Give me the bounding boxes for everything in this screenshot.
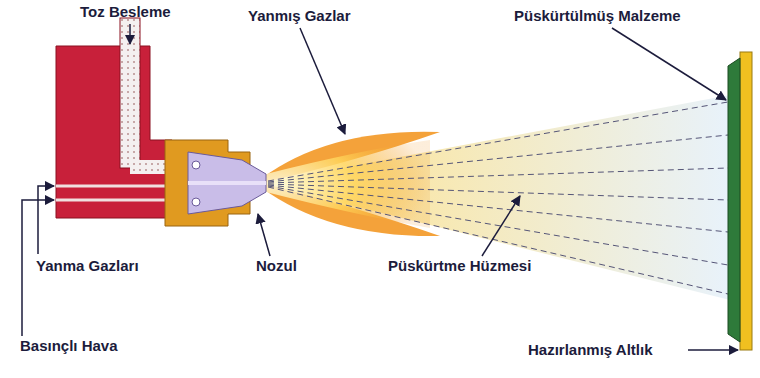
nozzle-port [192, 161, 200, 169]
leader-lines [22, 24, 738, 350]
nozzle-bore [188, 181, 266, 185]
callout-label: Basınçlı Hava [20, 338, 118, 355]
nozzle [188, 152, 266, 214]
callout-label: Hazırlanmış Altlık [528, 342, 652, 359]
sprayed-coating [728, 58, 740, 342]
callout-label: Toz Besleme [80, 4, 171, 21]
powder-feed-tube [120, 18, 140, 168]
flame-core [262, 140, 430, 228]
spray-cone [262, 95, 730, 300]
callout-label: Nozul [256, 258, 297, 275]
callout-label: Püskürtme Hüzmesi [388, 258, 531, 275]
callout-label: Yanmış Gazlar [248, 8, 351, 25]
callout-label: Püskürtülmüş Malzeme [514, 8, 681, 25]
callout-label: Yanma Gazları [36, 258, 139, 275]
gun-body [56, 46, 172, 218]
substrate [740, 52, 752, 350]
nozzle-port [192, 198, 200, 206]
particle-paths [268, 102, 728, 294]
